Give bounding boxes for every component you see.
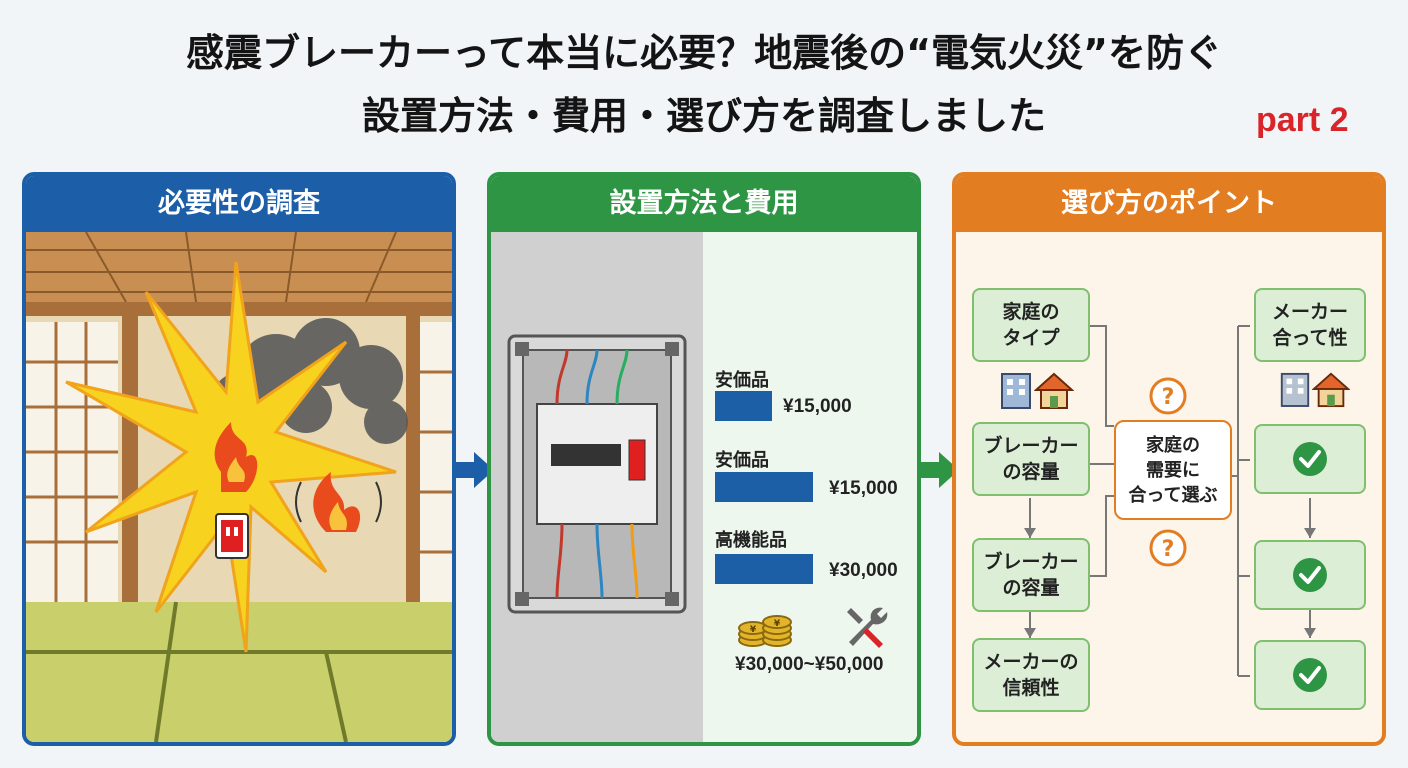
fire-icon (214, 422, 258, 492)
flow-check-box (1254, 540, 1366, 610)
svg-text:?: ? (1162, 385, 1175, 410)
cost-bar (715, 391, 772, 421)
svg-text:¥: ¥ (774, 619, 781, 629)
coins-icon: ¥ ¥ (738, 615, 792, 647)
part-label: part 2 (1256, 101, 1349, 139)
cost-value: ¥30,000 (829, 560, 898, 581)
cost-value: ¥15,000 (829, 478, 898, 499)
page-title-line1: 感震ブレーカーって本当に必要？地震後の“電気火災”を防ぐ (185, 31, 1223, 75)
flow-check-box (1254, 424, 1366, 494)
flow-center-choose-by-needs: 家庭の 需要に 合って選ぶ (1114, 420, 1232, 520)
flow-box-maker-compat: メーカー 合って性 (1254, 288, 1366, 362)
wrench-icon (847, 607, 888, 648)
flow-connectors (1024, 325, 1316, 677)
check-icon (1293, 558, 1327, 592)
flow-box-maker-reliability: メーカーの 信頼性 (972, 638, 1090, 712)
fire-icon (313, 472, 361, 532)
panel-necessity-heading: 必要性の調査 (26, 176, 452, 232)
flow-box-breaker-capacity: ブレーカー の容量 (972, 422, 1090, 496)
cost-bar (715, 472, 813, 502)
flow-check-box (1254, 640, 1366, 710)
cost-label: 安価品 (715, 450, 769, 471)
page-title-line2: 設置方法・費用・選び方を調査しました (361, 94, 1046, 138)
breaker-panel-icon (507, 334, 687, 614)
cost-value: ¥15,000 (783, 396, 852, 417)
check-icon (1293, 658, 1327, 692)
flow-box-household-type: 家庭の タイプ (972, 288, 1090, 362)
cost-label: 安価品 (715, 370, 769, 391)
panel-necessity: 必要性の調査 (22, 172, 456, 746)
check-icon (1293, 442, 1327, 476)
panel-installation-heading: 設置方法と費用 (491, 176, 917, 232)
cost-label: 高機能品 (715, 530, 787, 551)
arrow-right-icon (454, 452, 494, 488)
svg-text:¥: ¥ (750, 625, 757, 635)
house-icon (1312, 372, 1350, 408)
building-icon (1280, 372, 1310, 407)
cost-bar (715, 554, 813, 584)
arrow-right-icon (919, 452, 959, 488)
svg-text:?: ? (1162, 537, 1175, 562)
question-icon: ? (1149, 377, 1187, 415)
panel-selection-heading: 選び方のポイント (956, 176, 1382, 232)
building-icon (1001, 373, 1031, 409)
panel-installation-cost: 設置方法と費用 安価品 ¥15,000 安価品 ¥15,000 高機能品 ¥30… (487, 172, 921, 746)
panel-selection-points: 選び方のポイント 家庭の タイプ ブレーカー の容量 ブレーカー の容量 メーカ… (952, 172, 1386, 746)
question-icon: ? (1149, 529, 1187, 567)
cost-range: ¥30,000~¥50,000 (735, 654, 884, 675)
room-fire-illustration (26, 232, 452, 742)
flow-box-breaker-capacity-2: ブレーカー の容量 (972, 538, 1090, 612)
outlet-icon (215, 513, 249, 559)
house-icon (1034, 372, 1074, 409)
